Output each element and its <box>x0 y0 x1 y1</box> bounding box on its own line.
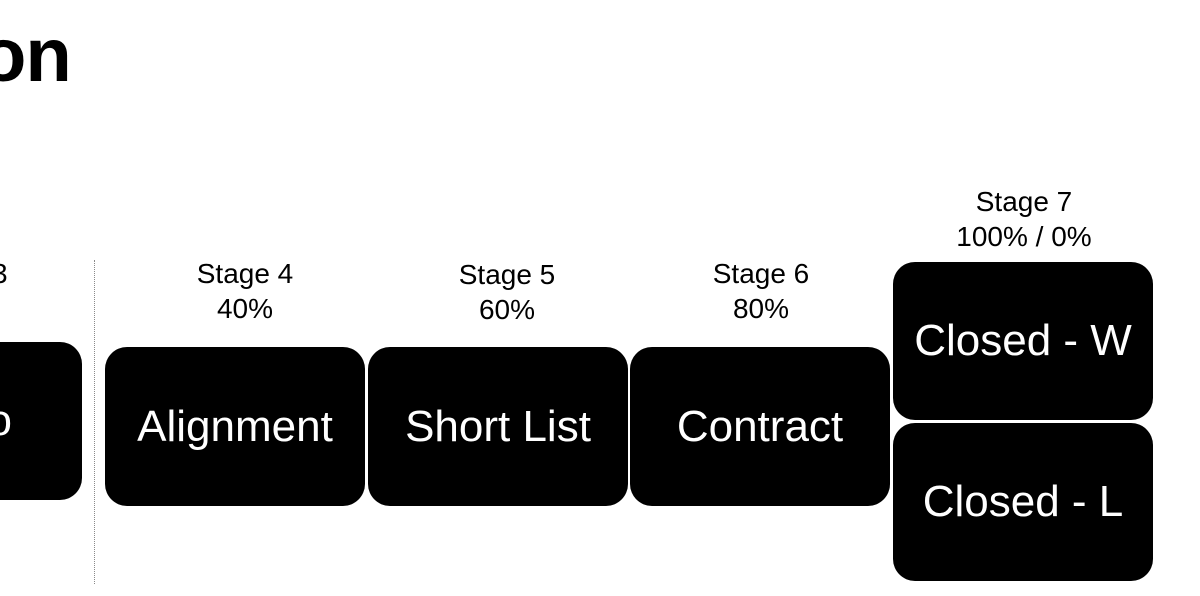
stage-3-label: 3 <box>0 256 16 291</box>
stage-6-name: Stage 6 <box>712 258 810 289</box>
stage-5-percent: 60% <box>478 294 536 325</box>
stage-6-box: Contract <box>630 347 890 506</box>
stage-3-name: 3 <box>0 256 16 291</box>
stage-5-name: Stage 5 <box>458 259 556 290</box>
stage-7-won-box: Closed - W <box>893 262 1153 420</box>
stage-3-box-text: o <box>0 396 12 446</box>
stage-6-box-text: Contract <box>676 401 844 451</box>
stage-7-won-text: Closed - W <box>914 316 1132 365</box>
stage-7-name: Stage 7 <box>975 186 1073 217</box>
page-title: on <box>0 13 72 98</box>
stage-4-label: Stage 4 40% <box>175 256 315 326</box>
stage-7-percent: 100% / 0% <box>956 221 1092 252</box>
stage-4-name: Stage 4 <box>196 258 294 289</box>
stage-3-box: o <box>0 342 82 500</box>
stage-7-lost-text: Closed - L <box>922 477 1124 526</box>
stage-7-lost-box: Closed - L <box>893 423 1153 581</box>
stage-4-box-text: Alignment <box>137 401 333 451</box>
stage-7-label: Stage 7 100% / 0% <box>934 184 1114 254</box>
stage-4-percent: 40% <box>216 293 274 324</box>
stage-5-box: Short List <box>368 347 628 506</box>
stage-6-percent: 80% <box>732 293 790 324</box>
stage-divider <box>94 260 95 584</box>
stage-5-box-text: Short List <box>405 401 591 451</box>
stage-6-label: Stage 6 80% <box>691 256 831 326</box>
stage-5-label: Stage 5 60% <box>437 257 577 327</box>
stage-4-box: Alignment <box>105 347 365 506</box>
